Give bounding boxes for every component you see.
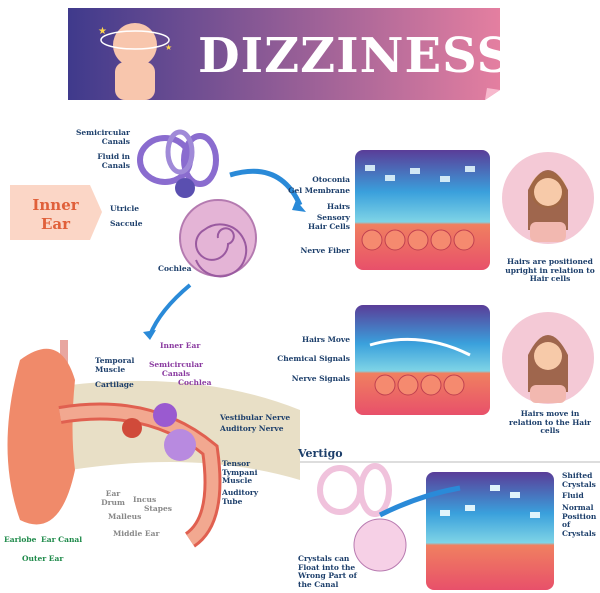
label-chemical-signals: Chemical Signals [277,354,350,363]
ear-anatomy [7,340,300,548]
label-nerve-fiber: Nerve Fiber [300,246,350,255]
banner: ★★ [68,8,500,100]
label-ear-semicircular: Semicircular Canals [148,360,204,378]
label-ear-inner-ear: Inner Ear [160,341,201,350]
label-vestibular-nerve: Vestibular Nerve [220,413,291,422]
svg-text:★: ★ [98,26,107,37]
inner-ear-tag-shape [10,185,102,240]
label-temporal-muscle: Temporal Muscle [95,356,135,374]
label-utricle: Utricle [110,204,139,213]
label-auditory-nerve: Auditory Nerve [220,424,284,433]
hair-cell-panel-2 [355,305,490,415]
vertigo-heading: Vertigo [298,447,343,460]
vertigo-panel [426,472,554,590]
label-auditory-tube: Auditory Tube [222,488,259,506]
woman-1 [502,152,594,244]
label-cochlea: Cochlea [158,264,192,273]
label-nerve-signals: Nerve Signals [291,374,350,383]
label-cartilage: Cartilage [95,380,134,389]
inner-ear-tag: Inner Ear [32,196,79,233]
label-incus: Incus [133,495,157,504]
head-icon [113,23,157,67]
label-stapes: Stapes [144,504,172,513]
label-earlobe: Earlobe [4,535,37,544]
woman-2 [502,312,594,404]
label-malleus: Malleus [108,512,142,521]
caption-move: Hairs move in relation to the Hair cells [509,409,591,436]
inner-ear-drawing [137,129,306,340]
vertigo-note: Crystals can Float into the Wrong Part o… [298,554,357,589]
hair-cell-panel-1 [355,150,490,270]
vertigo-inner-ear [317,463,461,572]
label-hairs: Hairs [327,202,350,211]
label-sensory-hair-cells: Sensory Hair Cells [307,213,350,231]
label-normal-position: Normal Position of Crystals [562,503,597,538]
label-semicircular-canals: Semicircular Canals [75,128,130,146]
label-tensor-tympani: Tensor Tympani Muscle [222,459,258,486]
caption-upright: Hairs are positioned upright in relation… [505,257,595,284]
label-middle-ear: Middle Ear [113,529,160,538]
svg-text:★: ★ [165,43,172,52]
label-fluid: Fluid [562,491,584,500]
label-shifted-crystals: Shifted Crystals [562,471,596,489]
label-gel-membrane: Gel Membrane [288,186,350,195]
label-saccule: Saccule [110,219,143,228]
label-fluid-in-canals: Fluid in Canals [97,152,130,170]
label-ear-canal: Ear Canal [41,535,83,544]
label-hairs-move: Hairs Move [301,335,350,344]
label-outer-ear: Outer Ear [22,554,64,563]
banner-title: DIZZINESS [198,28,513,84]
label-ear-drum: Ear Drum [101,489,125,507]
label-otoconia: Otoconia [312,175,350,184]
label-ear-cochlea: Cochlea [178,378,212,387]
